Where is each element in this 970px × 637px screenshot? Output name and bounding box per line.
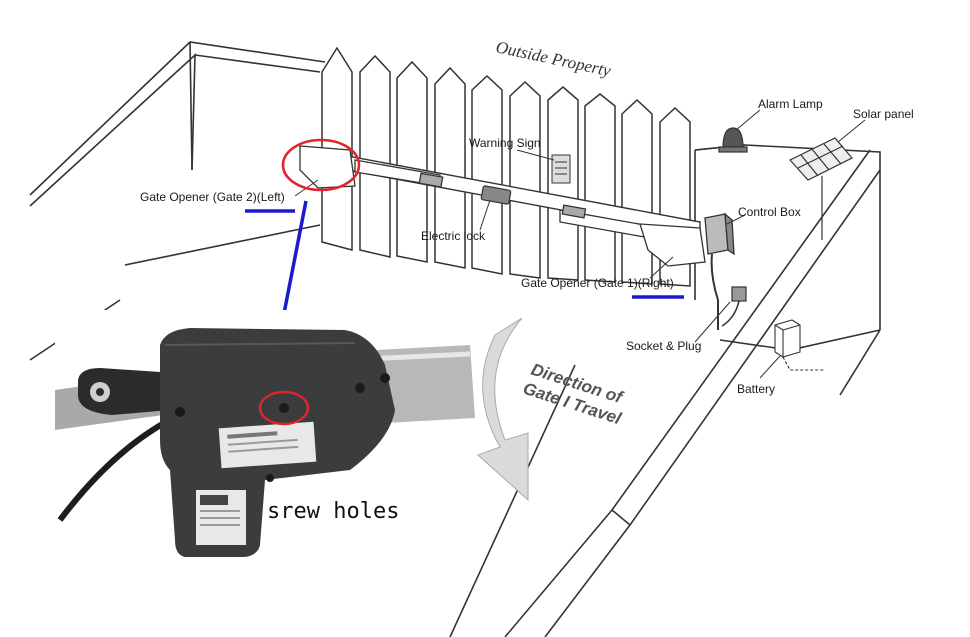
label-electric-lock: Electric lock xyxy=(421,229,486,243)
label-gate-opener-left: Gate Opener (Gate 2)(Left) xyxy=(140,190,285,204)
label-alarm-lamp: Alarm Lamp xyxy=(758,97,823,111)
label-battery: Battery xyxy=(737,382,775,396)
photo-inset-opener xyxy=(55,310,475,560)
actuator-right xyxy=(559,204,706,267)
direction-arrow xyxy=(477,317,529,502)
label-gate-opener-right: Gate Opener (Gate 1)(Right) xyxy=(521,276,674,290)
highlight-circle-gate2 xyxy=(281,138,361,192)
alarm-lamp xyxy=(718,127,748,153)
actuator-left xyxy=(299,145,444,189)
warning-sign xyxy=(551,154,571,184)
label-socket-plug: Socket & Plug xyxy=(626,339,701,353)
label-control-box: Control Box xyxy=(738,205,801,219)
control-box xyxy=(704,212,735,330)
label-outside-property: Outside Property xyxy=(494,37,613,80)
solar-panel xyxy=(789,137,853,240)
perimeter-wall-right xyxy=(449,144,881,637)
label-solar-panel: Solar panel xyxy=(853,107,914,121)
label-warning-sign: Warning Sign xyxy=(469,136,541,150)
socket-plug xyxy=(721,286,747,327)
highlight-circle-screw xyxy=(258,390,310,426)
battery xyxy=(774,319,825,371)
electric-lock xyxy=(480,185,512,205)
label-screw-holes: srew holes xyxy=(267,499,399,524)
